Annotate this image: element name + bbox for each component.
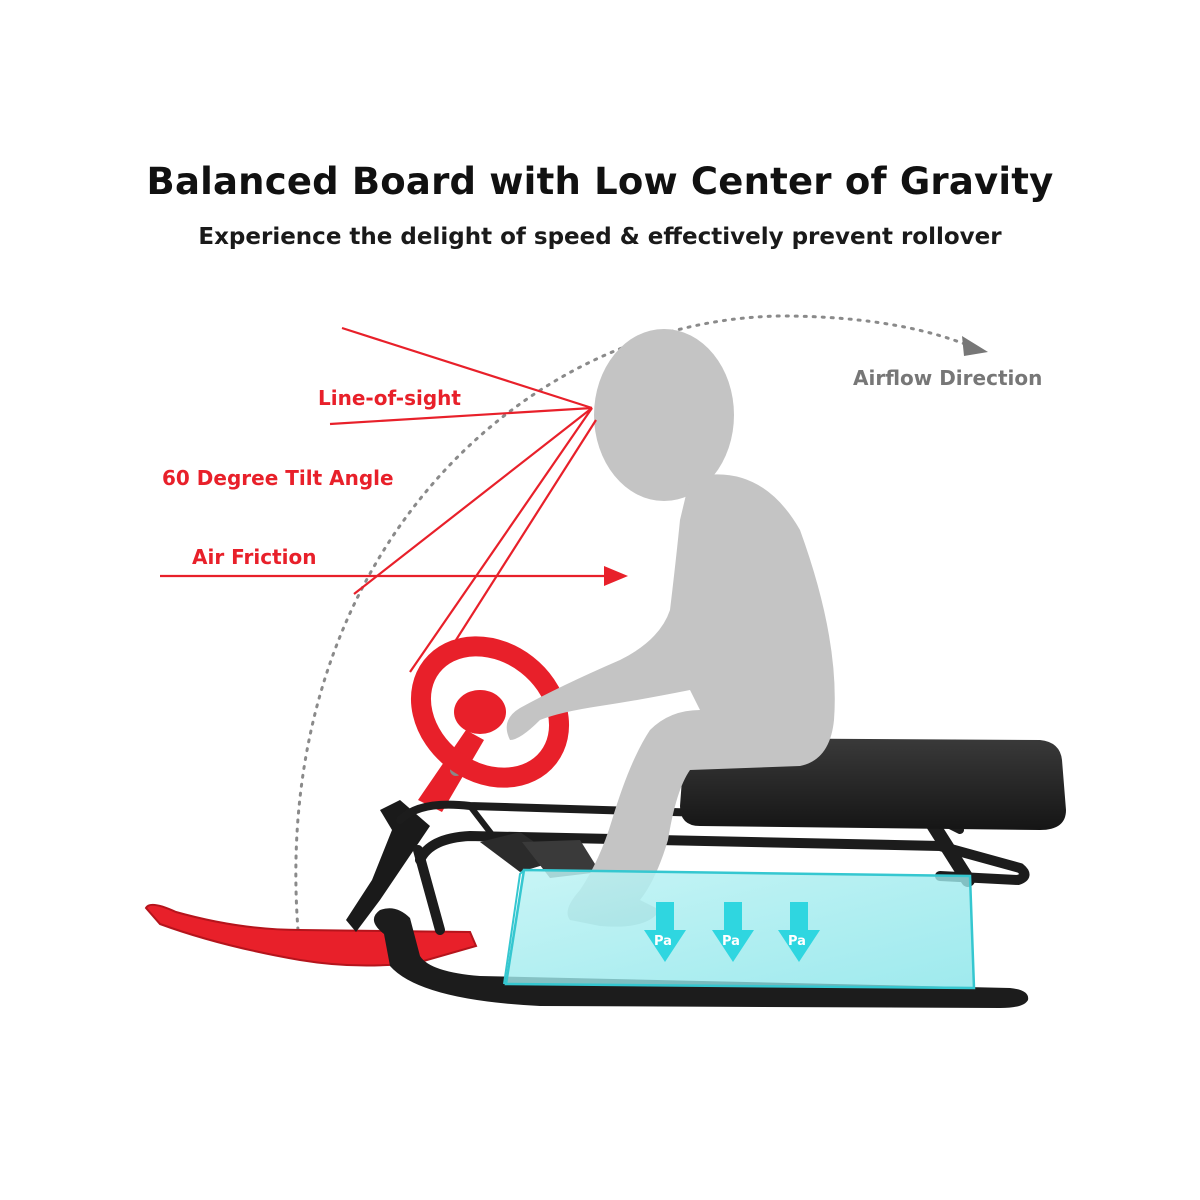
- airflow-arrow-icon: [962, 336, 988, 356]
- pressure-label: Pa: [788, 934, 806, 949]
- page-subtitle: Experience the delight of speed & effect…: [198, 224, 1002, 250]
- airflow-arc: [294, 314, 972, 932]
- sight-lines: [329, 326, 597, 673]
- air-friction-label: Air Friction: [192, 545, 317, 569]
- line-of-sight-label: Line-of-sight: [318, 386, 461, 410]
- steering-fork: [346, 800, 430, 932]
- tilt-angle-label: 60 Degree Tilt Angle: [162, 466, 394, 490]
- air-friction-arrow-icon: [604, 566, 628, 586]
- pressure-label: Pa: [722, 934, 740, 949]
- sled-back-runner: [415, 830, 1030, 886]
- rider-silhouette: [506, 329, 835, 927]
- steering-wheel: [410, 636, 570, 788]
- front-ski: [144, 903, 478, 967]
- airflow-direction-label: Airflow Direction: [853, 366, 1043, 390]
- page-title: Balanced Board with Low Center of Gravit…: [146, 160, 1054, 203]
- pressure-arrow-icon: [644, 902, 820, 962]
- pressure-label: Pa: [654, 934, 672, 949]
